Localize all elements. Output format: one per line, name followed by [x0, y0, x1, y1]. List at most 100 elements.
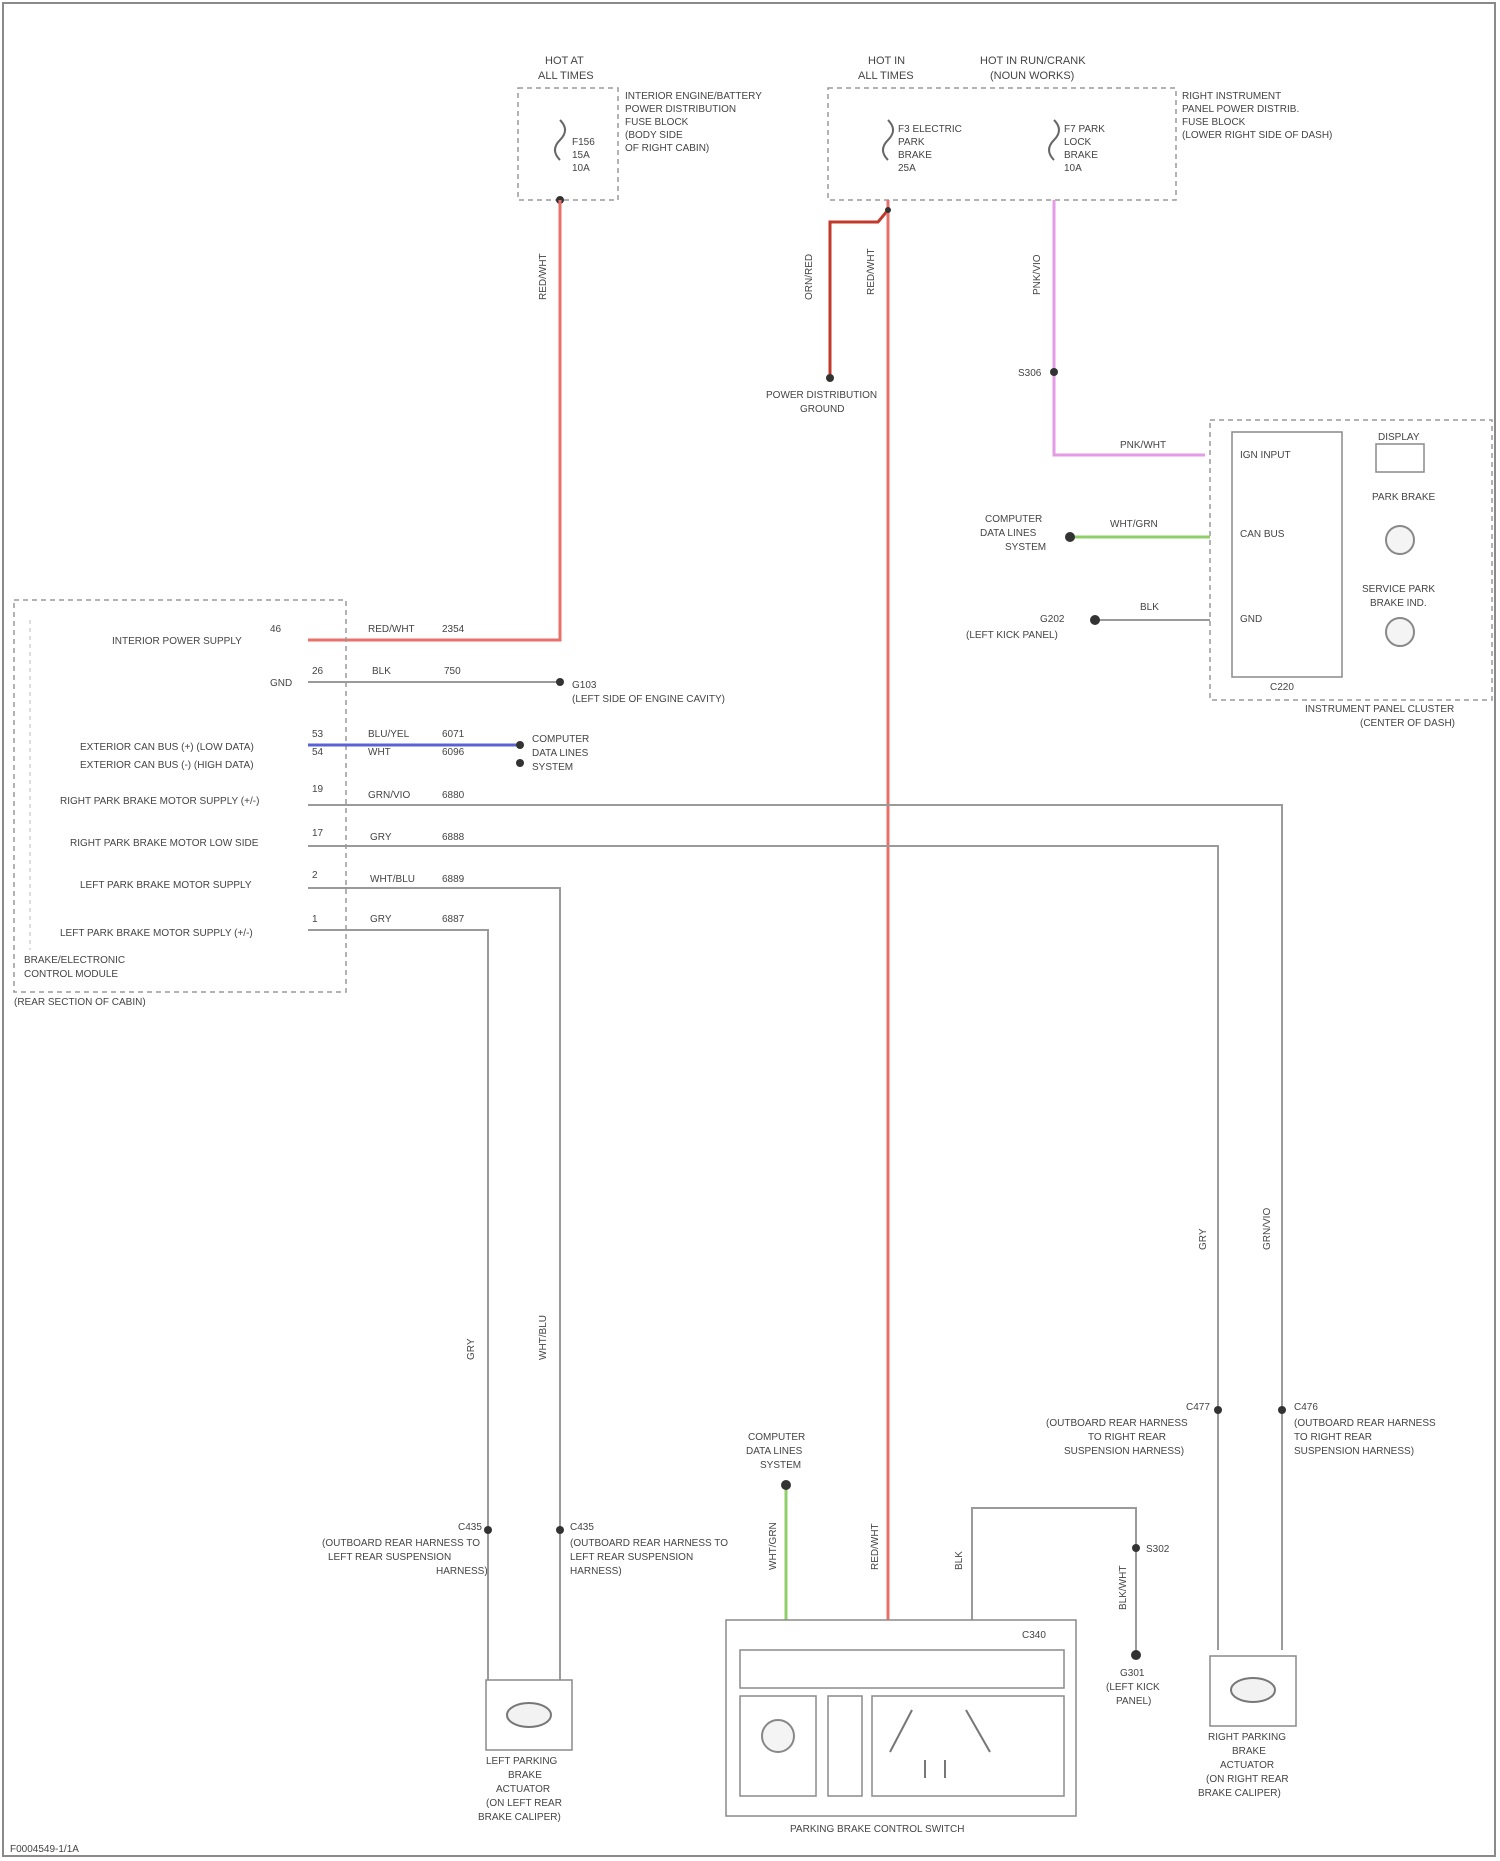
switch-pins-icon: [925, 1760, 945, 1778]
right-splice-a: [1214, 1406, 1222, 1414]
left-wire-1: GRY: [466, 1338, 477, 1360]
switch-wire-1: WHT/GRN: [768, 1522, 779, 1570]
module-pin-name-7: LEFT PARK BRAKE MOTOR SUPPLY (+/-): [60, 928, 253, 939]
ground-label-1: POWER DISTRIBUTION: [766, 390, 877, 401]
module-pin-color-0: RED/WHT: [368, 624, 415, 635]
module-pin-name-1: GND: [270, 678, 292, 689]
left-title-5: BRAKE CALIPER): [478, 1812, 561, 1823]
cluster-can-dot: [1065, 532, 1075, 542]
left-c1-1: (OUTBOARD REAR HARNESS TO: [322, 1538, 480, 1549]
fuse-left-label-2: 15A: [572, 150, 590, 161]
module-pin-name-5: RIGHT PARK BRAKE MOTOR LOW SIDE: [70, 838, 259, 849]
module-pin-color-4: GRN/VIO: [368, 790, 410, 801]
right-actuator-harness: GRY GRN/VIO C477 (OUTBOARD REAR HARNESS …: [1046, 1208, 1436, 1799]
right-splice-b: [1278, 1406, 1286, 1414]
right-wire-1: GRY: [1198, 1228, 1209, 1250]
module-bus-2: DATA LINES: [532, 748, 589, 759]
switch-note-3: SYSTEM: [760, 1460, 801, 1471]
switch-wire-2: RED/WHT: [870, 1523, 881, 1570]
module-location: (REAR SECTION OF CABIN): [14, 997, 146, 1008]
left-c1-0: C435: [458, 1522, 482, 1533]
splice-s306-label: S306: [1018, 368, 1042, 379]
left-title-1: LEFT PARKING: [486, 1756, 558, 1767]
fuse-left-desc-3: FUSE BLOCK: [625, 117, 689, 128]
module-pin-name-0: INTERIOR POWER SUPPLY: [112, 636, 242, 647]
wire-center-ground: [830, 210, 888, 378]
switch-gnd-2: (LEFT KICK: [1106, 1682, 1160, 1693]
right-c1-2: TO RIGHT REAR: [1088, 1432, 1166, 1443]
wire-switch-gnd: [972, 1508, 1136, 1655]
right-title-3: ACTUATOR: [1220, 1760, 1274, 1771]
ground-label-2: GROUND: [800, 404, 844, 415]
cluster-pin-2: CAN BUS: [1240, 529, 1285, 540]
fuse-center-title2-2: (NOUN WORKS): [990, 70, 1074, 82]
module-pin-num-4: 19: [312, 784, 324, 795]
splice-s302-label: S302: [1146, 1544, 1170, 1555]
switch-note-1: COMPUTER: [748, 1432, 805, 1443]
cluster-box: [1210, 420, 1492, 700]
switch-gnd-1: G301: [1120, 1668, 1145, 1679]
module-pin-color-2: BLU/YEL: [368, 729, 410, 740]
left-title-3: ACTUATOR: [496, 1784, 550, 1795]
fuse-left-symbol: [555, 120, 565, 160]
fuse-center-title1-2: ALL TIMES: [858, 70, 914, 82]
switch-indicator-icon: [762, 1720, 794, 1752]
module-pin-num-6: 2: [312, 870, 318, 881]
left-splice-a: [484, 1526, 492, 1534]
fuse-left-desc-2: POWER DISTRIBUTION: [625, 104, 736, 115]
cluster-gnd-2: (LEFT KICK PANEL): [966, 630, 1058, 641]
left-c1-2: LEFT REAR SUSPENSION: [328, 1552, 451, 1563]
left-wire-2: WHT/BLU: [538, 1315, 549, 1360]
fuse-block-left: HOT AT ALL TIMES INTERIOR ENGINE/BATTERY…: [518, 55, 762, 204]
module-gnd-dot: [556, 678, 564, 686]
wire-label-center-a: ORN/RED: [804, 254, 815, 300]
module-title-1: BRAKE/ELECTRONIC: [24, 955, 125, 966]
cluster-wire-3: BLK: [1140, 602, 1159, 613]
fuse-center-desc-4: (LOWER RIGHT SIDE OF DASH): [1182, 130, 1332, 141]
cluster-pin-3: GND: [1240, 614, 1262, 625]
fuse-center-a-symbol: [883, 120, 893, 160]
module-pin-color-3: WHT: [368, 747, 391, 758]
module-pin-name-6: LEFT PARK BRAKE MOTOR SUPPLY: [80, 880, 252, 891]
module-pin-id-4: 6880: [442, 790, 465, 801]
switch-note-2: DATA LINES: [746, 1446, 803, 1457]
fuse-center-a-4: 25A: [898, 163, 916, 174]
fuse-left-desc-1: INTERIOR ENGINE/BATTERY: [625, 91, 762, 102]
right-wire-2: GRN/VIO: [1262, 1208, 1273, 1250]
module-pin-id-5: 6888: [442, 832, 465, 843]
module-title-2: CONTROL MODULE: [24, 969, 118, 980]
switch-contacts-box: [872, 1696, 1064, 1796]
wire-cluster-ign: [1054, 200, 1205, 455]
module-pin-num-5: 17: [312, 828, 324, 839]
switch-contacts-icon: [890, 1710, 990, 1752]
wire-label-left-fuse: RED/WHT: [538, 253, 549, 300]
right-c2-1: (OUTBOARD REAR HARNESS: [1294, 1418, 1436, 1429]
right-c2-0: C476: [1294, 1402, 1318, 1413]
fuse-center-box: [828, 88, 1176, 200]
fuse-left-title-2: ALL TIMES: [538, 70, 594, 82]
module-pin-color-1: BLK: [372, 666, 391, 677]
park-brake-indicator-icon: [1386, 526, 1414, 554]
module-can-dot-2: [516, 759, 524, 767]
fuse-left-desc-5: OF RIGHT CABIN): [625, 143, 709, 154]
fuse-center-b-2: LOCK: [1064, 137, 1092, 148]
module-bus-1: COMPUTER: [532, 734, 589, 745]
fuse-left-label-3: 10A: [572, 163, 590, 174]
fuse-left-title-1: HOT AT: [545, 55, 584, 67]
fuse-center-a-2: PARK: [898, 137, 925, 148]
module-pin-id-3: 6096: [442, 747, 465, 758]
service-brake-indicator-icon: [1386, 618, 1414, 646]
cluster-gnd-1: G202: [1040, 614, 1065, 625]
right-title-1: RIGHT PARKING: [1208, 1732, 1286, 1743]
switch-connector: C340: [1022, 1630, 1046, 1641]
right-c2-3: SUSPENSION HARNESS): [1294, 1446, 1414, 1457]
cluster-gnd-dot: [1090, 615, 1100, 625]
switch-gnd-dot: [1131, 1650, 1141, 1660]
left-actuator-harness: GRY WHT/BLU C435 (OUTBOARD REAR HARNESS …: [322, 1315, 728, 1823]
module-pin-color-6: WHT/BLU: [370, 874, 415, 885]
switch-gnd-3: PANEL): [1116, 1696, 1151, 1707]
cluster-ind-label: BRAKE IND.: [1370, 598, 1427, 609]
fuse-center-desc-2: PANEL POWER DISTRIB.: [1182, 104, 1299, 115]
switch-title: PARKING BRAKE CONTROL SWITCH: [790, 1824, 964, 1835]
left-c1-3: HARNESS): [436, 1566, 488, 1577]
